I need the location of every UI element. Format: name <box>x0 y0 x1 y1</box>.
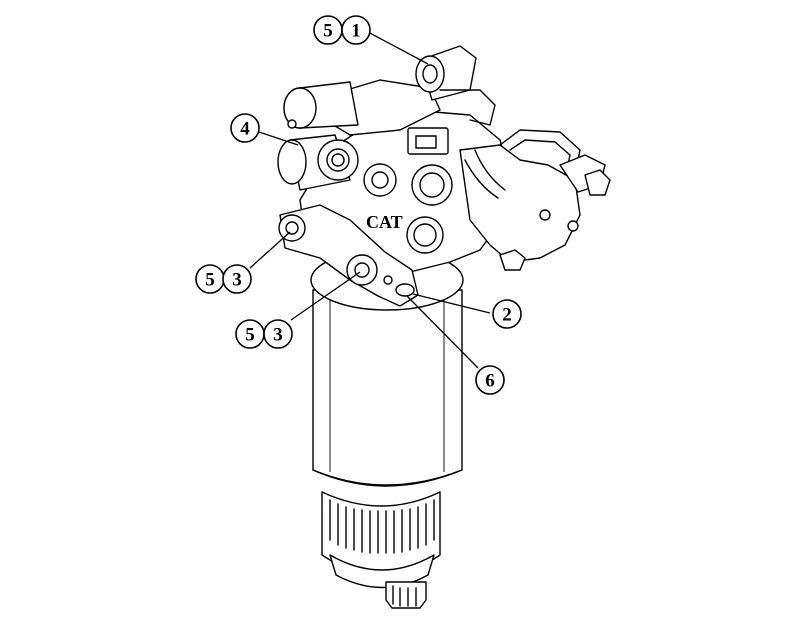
leader-2 <box>412 293 491 314</box>
callout-label: 2 <box>502 305 512 326</box>
leader-1 <box>367 31 429 65</box>
bowl-ribs <box>329 499 435 554</box>
callout-label: 6 <box>485 371 495 392</box>
callout-label: 5 <box>205 270 215 291</box>
priming-pump <box>459 129 611 271</box>
callout-label: 4 <box>240 119 250 140</box>
callout-label: 5 <box>245 325 255 346</box>
upper-mount-lug <box>415 45 496 126</box>
callout-label: 3 <box>273 325 283 346</box>
leader-3-upper <box>249 231 291 269</box>
drain-valve <box>385 581 427 609</box>
mounting-bracket <box>278 204 419 307</box>
leader-lines <box>249 31 491 369</box>
callout-2: 2 <box>492 299 522 329</box>
leader-6 <box>406 295 479 369</box>
leader-3-lower <box>290 271 361 321</box>
cat-logo: CAT <box>366 212 403 232</box>
callout-label: 3 <box>232 270 242 291</box>
callout-5-1: 5 1 <box>313 15 371 45</box>
callout-6: 6 <box>475 365 505 395</box>
callout-4: 4 <box>230 113 260 143</box>
callout-label: 1 <box>351 21 361 42</box>
callout-5-3-upper: 5 3 <box>195 264 252 294</box>
callout-5-3-lower: 5 3 <box>235 319 293 349</box>
callout-label: 5 <box>323 21 333 42</box>
filter-head: CAT <box>277 79 511 273</box>
water-separator-bowl <box>321 491 441 609</box>
leader-4 <box>258 131 299 146</box>
